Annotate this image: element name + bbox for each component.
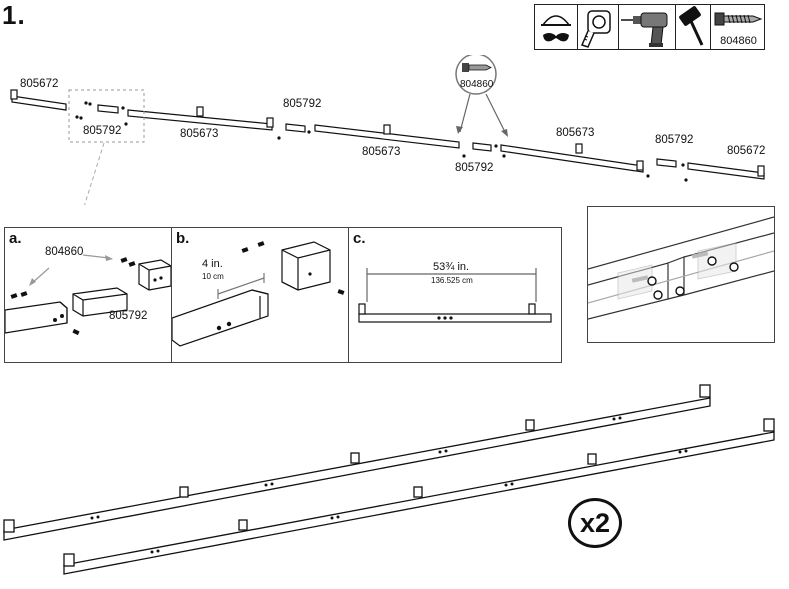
part-label-mid-rail-3: 805673: [556, 127, 595, 139]
panel-c-dimension-cm: 136.525 cm: [431, 276, 473, 285]
power-drill-icon: [619, 5, 676, 49]
tools-required-strip: 804860: [534, 4, 765, 50]
panel-a-letter: a.: [9, 230, 22, 247]
part-label-connector-4: 805792: [655, 134, 694, 146]
panel-b-dimension-cm: 10 cm: [202, 272, 224, 281]
quantity-badge: x2: [568, 498, 622, 548]
panel-b-dimension-in: 4 in.: [202, 258, 223, 270]
part-label-mid-rail-2: 805673: [362, 146, 401, 158]
safety-gear-icon: [535, 5, 578, 49]
panel-c-letter: c.: [353, 230, 366, 247]
detail-panel-a: a. 804860 805792: [4, 227, 172, 363]
panel-b-letter: b.: [176, 230, 190, 247]
part-label-connector-1: 805792: [83, 125, 122, 137]
tape-measure-icon: [578, 5, 619, 49]
assembled-rails-view: [3, 384, 775, 575]
part-label-end-rail-left: 805672: [20, 78, 59, 90]
panel-c-dimension-in: 53¾ in.: [433, 261, 470, 273]
part-label-end-rail-right: 805672: [727, 145, 766, 157]
panel-a-connector-label: 805792: [109, 310, 148, 322]
screw-icon: [714, 12, 763, 26]
detail-panel-b: b. 4 in. 10 cm: [171, 227, 349, 363]
callout-screw-icon: [462, 63, 492, 72]
panel-b-illustration: [172, 241, 345, 347]
connector-closeup-illustration: [588, 216, 774, 320]
panel-a-screws: [10, 257, 136, 336]
rubber-mallet-icon: [676, 5, 711, 49]
panel-a-screw-label: 804860: [45, 246, 84, 258]
callout-screw-number: 804860: [460, 79, 494, 90]
part-label-connector-3: 805792: [455, 162, 494, 174]
part-label-mid-rail-1: 805673: [180, 128, 219, 140]
panel-a-illustration: [5, 254, 171, 336]
screw-part-box: 804860: [711, 5, 766, 49]
step-number: 1.: [2, 0, 26, 30]
panel-c-illustration: [358, 268, 552, 323]
connector-closeup-panel: [587, 206, 775, 343]
screw-part-number: 804860: [720, 35, 757, 47]
part-label-connector-2: 805792: [283, 98, 322, 110]
exploded-rail-view: [10, 55, 765, 205]
detail-panel-c: c. 53¾ in. 136.525 cm: [348, 227, 562, 363]
